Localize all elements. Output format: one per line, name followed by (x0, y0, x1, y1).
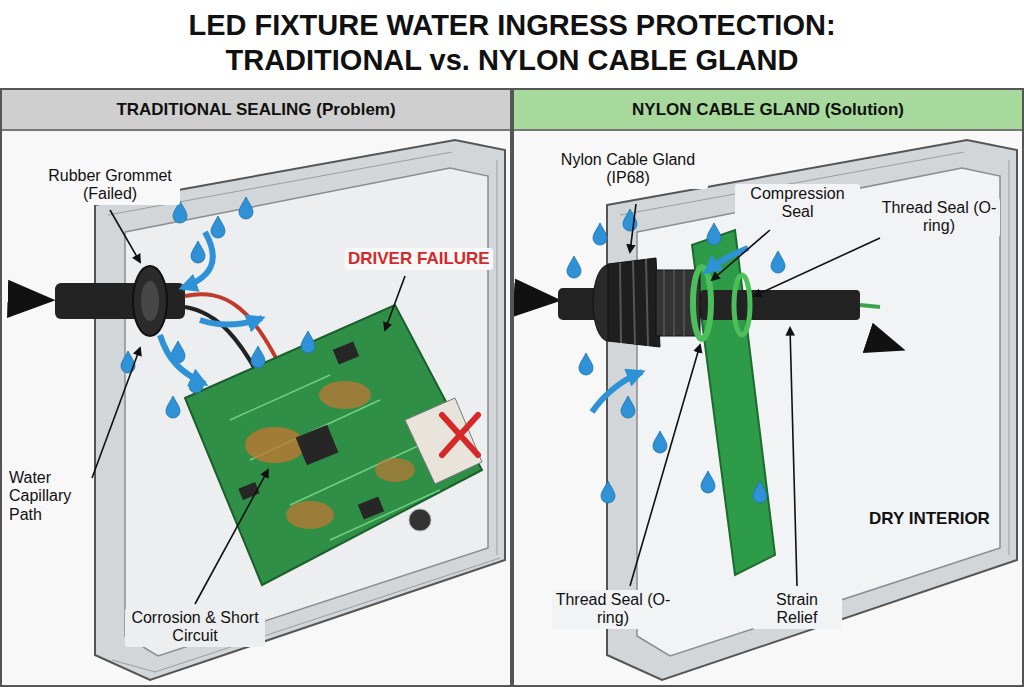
water-drop (771, 251, 785, 273)
water-flow-arrow (592, 372, 642, 412)
water-drop (301, 331, 315, 353)
pcb-trace (230, 375, 440, 540)
entry-arrow (518, 298, 552, 300)
leader-line (712, 230, 770, 280)
gland-thread (664, 270, 684, 336)
left-water (121, 197, 315, 418)
thread-seal (734, 275, 750, 335)
callout-label: Corrosion & Short Circuit (125, 608, 265, 647)
ic-chip (296, 425, 339, 466)
callout-label: Rubber Grommet (Failed) (40, 166, 180, 205)
leader-line (385, 276, 405, 330)
water-flow-arrow (160, 335, 205, 384)
water-drop (707, 223, 721, 245)
corrosion (375, 458, 415, 482)
driver-component (405, 398, 482, 484)
water-flow-arrow (200, 318, 262, 325)
leader-line (630, 345, 700, 586)
housing-outer (95, 140, 505, 680)
callout-label: Compression Seal (735, 184, 860, 223)
leader-line (110, 210, 140, 262)
nut-ridge (620, 259, 648, 346)
water-drop (753, 481, 767, 503)
panel-ground (0, 88, 1024, 687)
callout-label: Thread Seal (O-ring) (878, 198, 1000, 237)
left-pcb (185, 305, 482, 585)
panel-heading: TRADITIONAL SEALING (Problem) (2, 90, 510, 131)
callout-label: DRIVER FAILURE (345, 248, 493, 270)
housing-cavity (637, 168, 1000, 656)
water-drop (239, 197, 253, 219)
corrosion (286, 501, 334, 529)
rubber-grommet (133, 266, 167, 336)
callout-label: Nylon Cable Gland (IP68) (548, 150, 708, 189)
pcb (185, 305, 482, 585)
housing-groove (1009, 160, 1010, 555)
right-leaders (630, 204, 880, 586)
leader-line (754, 238, 880, 296)
water-drop (621, 396, 635, 418)
leader-line (630, 204, 636, 252)
corrosion (319, 381, 371, 409)
entry-arrow (12, 299, 46, 300)
water-drop (579, 353, 593, 375)
water-drop (251, 346, 265, 368)
water-drop (601, 481, 615, 503)
right-gland (518, 230, 898, 575)
leader-line (195, 470, 268, 604)
water-drop (653, 431, 667, 453)
water-flow-arrow (182, 232, 213, 288)
callout-label: Strain Relief (752, 590, 842, 629)
water-drop (191, 241, 205, 263)
callout-label: Thread Seal (O-ring) (552, 590, 674, 629)
capacitor (409, 509, 431, 531)
leader-line (92, 348, 140, 478)
failure-cross (442, 415, 478, 455)
water-drop (701, 471, 715, 493)
water-flow-arrow (706, 248, 748, 272)
housing-cavity (125, 168, 488, 656)
smd-part (333, 341, 359, 364)
title-text: LED FIXTURE WATER INGRESS PROTECTION: TR… (112, 8, 912, 78)
water-drop (211, 216, 225, 238)
exit-arrow (868, 338, 898, 348)
callout-label: Water Capillary Path (6, 468, 90, 525)
grommet-hole (141, 281, 159, 321)
o-ring (693, 267, 711, 339)
housing-groove (112, 558, 500, 672)
housing-groove (497, 160, 498, 555)
smd-part (358, 496, 384, 519)
water-drop (593, 223, 607, 245)
leader-line (790, 328, 797, 586)
gland-nut (608, 258, 660, 347)
right-water (567, 209, 785, 503)
left-housing (95, 140, 505, 680)
cable (700, 290, 860, 320)
green-wire (860, 305, 880, 307)
panel-heading: NYLON CABLE GLAND (Solution) (514, 90, 1022, 131)
water-drop (121, 351, 135, 373)
water-drop (166, 396, 180, 418)
corrosion (245, 427, 305, 463)
housing-wall (692, 230, 775, 575)
water-drop (567, 256, 581, 278)
callout-label: DRY INTERIOR (866, 508, 993, 530)
